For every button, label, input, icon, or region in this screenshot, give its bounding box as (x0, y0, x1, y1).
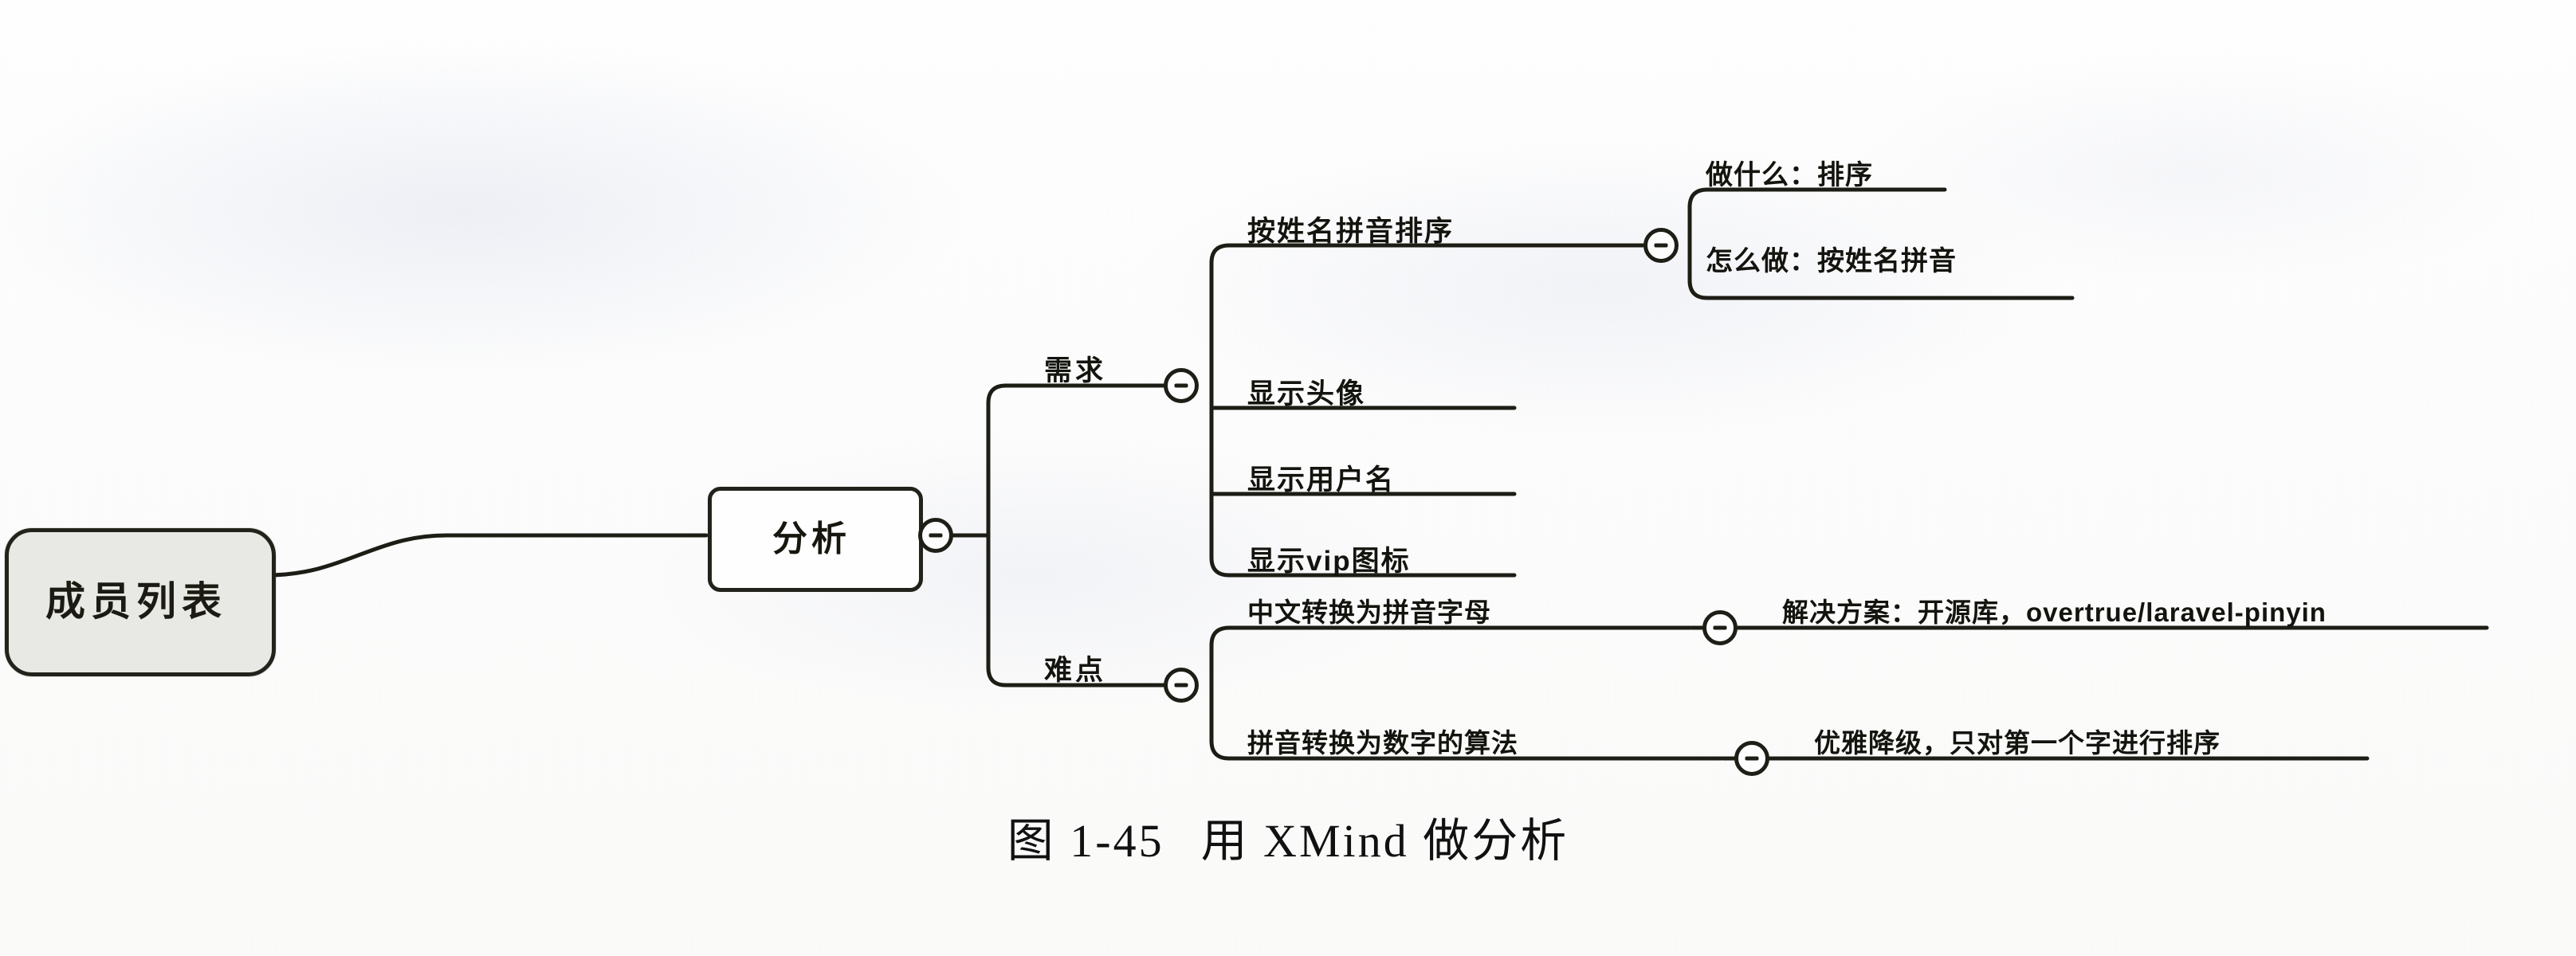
collapse-minus-icon-pinyin-to-number-algorithm[interactable] (1734, 741, 1769, 776)
category-label-requirements: 需求 (1044, 355, 1107, 386)
figure-caption-label: 图 1-45 (1007, 815, 1164, 867)
collapse-minus-icon-sort-by-pinyin[interactable] (1643, 228, 1679, 263)
figure-caption-title: 用 XMind 做分析 (1200, 815, 1569, 867)
collapse-minus-icon-requirements[interactable] (1164, 368, 1199, 403)
leaf-label-sort-by-pinyin: 按姓名拼音排序 (1247, 216, 1455, 247)
category-label-difficulties: 难点 (1044, 655, 1107, 686)
collapse-minus-icon-difficulties[interactable] (1164, 668, 1199, 703)
collapse-minus-icon-chinese-to-pinyin[interactable] (1702, 610, 1738, 645)
detail-label-what-to-do: 做什么：排序 (1706, 160, 1873, 190)
leaf-label-show-username: 显示用户名 (1247, 464, 1396, 496)
root-node[interactable] (5, 528, 276, 676)
detail-label-how-to-do: 怎么做：按姓名拼音 (1706, 246, 1957, 276)
leaf-label-chinese-to-pinyin: 中文转换为拼音字母 (1247, 598, 1491, 627)
leaf-label-pinyin-to-number-algorithm: 拼音转换为数字的算法 (1247, 728, 1518, 758)
detail-label-graceful-degradation: 优雅降级，只对第一个字进行排序 (1814, 728, 2221, 758)
detail-label-solution-open-source-lib: 解决方案：开源库，overtrue/laravel-pinyin (1782, 598, 2327, 627)
collapse-minus-icon-analysis[interactable] (918, 518, 953, 553)
leaf-label-show-avatar: 显示头像 (1247, 378, 1366, 409)
figure-caption: 图 1-45 用 XMind 做分析 (0, 803, 2576, 870)
leaf-label-show-vip-icon: 显示vip图标 (1247, 546, 1411, 577)
branch-node-analysis[interactable] (708, 487, 923, 592)
root-node-label: 成员列表 (45, 579, 227, 624)
branch-node-label: 分析 (772, 519, 850, 558)
